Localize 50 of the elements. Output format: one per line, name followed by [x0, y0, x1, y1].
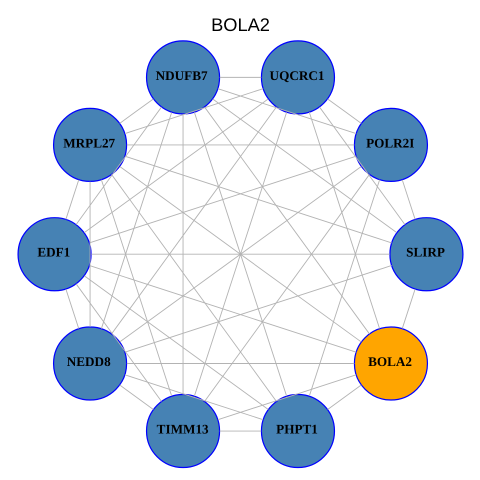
node-circle: NEDD8: [52, 326, 127, 401]
connector: [88, 156, 356, 244]
connector: [217, 374, 356, 420]
connector: [326, 98, 362, 124]
connector: [64, 179, 79, 220]
connector: [218, 430, 262, 432]
connector: [100, 112, 172, 330]
connector: [326, 384, 362, 410]
node-circle: UQCRC1: [260, 40, 335, 114]
connector: [88, 265, 356, 353]
node-circle: EDF1: [16, 217, 92, 292]
connector: [124, 374, 263, 420]
connector: [83, 275, 268, 410]
connector: [218, 76, 262, 78]
node-circle: POLR2I: [353, 108, 428, 182]
connector: [193, 112, 287, 397]
connector: [124, 265, 392, 353]
connector: [204, 174, 370, 402]
connector: [204, 106, 370, 334]
connector: [100, 179, 172, 396]
node-circle: MRPL27: [52, 108, 127, 182]
connector: [126, 363, 354, 364]
connector: [89, 181, 90, 328]
connector: [110, 106, 276, 334]
connector: [217, 88, 356, 134]
node-circle: NDUFB7: [145, 40, 220, 114]
node-circle: BOLA2: [353, 326, 428, 401]
connector: [308, 179, 380, 396]
connector: [318, 106, 405, 226]
connector: [124, 156, 392, 244]
connector: [182, 113, 183, 395]
connector: [75, 106, 162, 226]
connector: [126, 144, 354, 146]
connector: [212, 98, 397, 233]
diagram-title: BOLA2: [210, 14, 270, 36]
connector: [75, 283, 162, 402]
connector: [401, 288, 416, 330]
connector: [401, 179, 416, 220]
node-circle: PHPT1: [260, 394, 335, 468]
connector: [90, 254, 390, 255]
connector: [118, 384, 154, 410]
connector: [64, 288, 79, 330]
connector: [83, 98, 268, 234]
connector: [110, 174, 276, 402]
connector: [118, 98, 154, 124]
node-circle: TIMM13: [145, 394, 220, 468]
connector: [124, 88, 264, 134]
node-circle: SLIRP: [388, 217, 464, 292]
connector: [308, 112, 380, 329]
connector: [119, 166, 362, 342]
